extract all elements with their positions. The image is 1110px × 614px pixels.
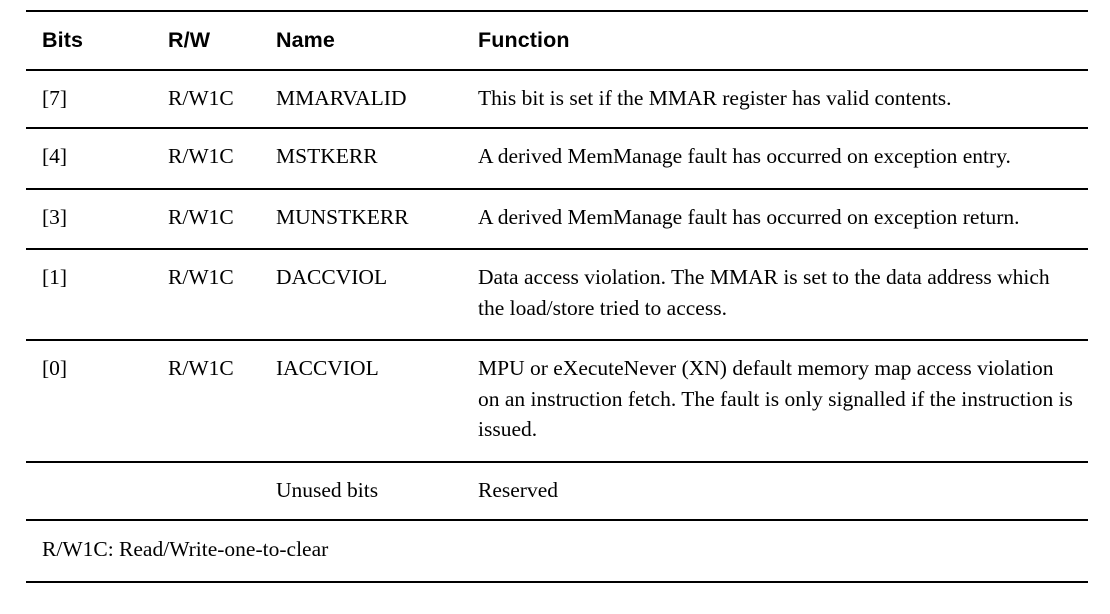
cell-function: MPU or eXecuteNever (XN) default memory … — [457, 340, 1088, 463]
register-bit-field-table: Bits R/W Name Function [7] R/W1C MMARVAL… — [26, 10, 1088, 583]
cell-name: IACCVIOL — [261, 340, 457, 463]
column-header-bits: Bits — [26, 10, 152, 71]
cell-rw: R/W1C — [152, 340, 261, 463]
column-header-name: Name — [261, 10, 457, 71]
cell-function: This bit is set if the MMAR register has… — [457, 69, 1088, 130]
cell-function: Reserved — [457, 461, 1088, 522]
cell-function: A derived MemManage fault has occurred o… — [457, 128, 1088, 190]
table-row: [7] R/W1C MMARVALID This bit is set if t… — [26, 69, 1088, 130]
cell-bits: [4] — [26, 128, 152, 190]
table-row: Unused bits Reserved — [26, 461, 1088, 522]
cell-bits: [3] — [26, 188, 152, 251]
cell-bits — [26, 461, 152, 522]
cell-bits: [0] — [26, 340, 152, 463]
cell-name: Unused bits — [261, 461, 457, 522]
table-row: [3] R/W1C MUNSTKERR A derived MemManage … — [26, 188, 1088, 251]
table-header-row: Bits R/W Name Function — [26, 10, 1088, 71]
cell-name: MSTKERR — [261, 128, 457, 190]
table-header: Bits R/W Name Function — [26, 10, 1088, 71]
column-header-function: Function — [457, 10, 1088, 71]
cell-name: MMARVALID — [261, 69, 457, 130]
cell-name: MUNSTKERR — [261, 188, 457, 251]
cell-name: DACCVIOL — [261, 249, 457, 342]
footnote-text: R/W1C: Read/Write-one-to-clear — [26, 520, 1088, 583]
table-row: [4] R/W1C MSTKERR A derived MemManage fa… — [26, 128, 1088, 190]
table-row: [0] R/W1C IACCVIOL MPU or eXecuteNever (… — [26, 340, 1088, 463]
column-header-rw: R/W — [152, 10, 261, 71]
cell-rw — [152, 461, 261, 522]
cell-rw: R/W1C — [152, 128, 261, 190]
cell-bits: [1] — [26, 249, 152, 342]
table-body: [7] R/W1C MMARVALID This bit is set if t… — [26, 69, 1088, 583]
cell-function: Data access violation. The MMAR is set t… — [457, 249, 1088, 342]
cell-function: A derived MemManage fault has occurred o… — [457, 188, 1088, 251]
cell-bits: [7] — [26, 69, 152, 130]
cell-rw: R/W1C — [152, 69, 261, 130]
table-row: [1] R/W1C DACCVIOL Data access violation… — [26, 249, 1088, 342]
table-footnote-row: R/W1C: Read/Write-one-to-clear — [26, 520, 1088, 583]
cell-rw: R/W1C — [152, 249, 261, 342]
cell-rw: R/W1C — [152, 188, 261, 251]
